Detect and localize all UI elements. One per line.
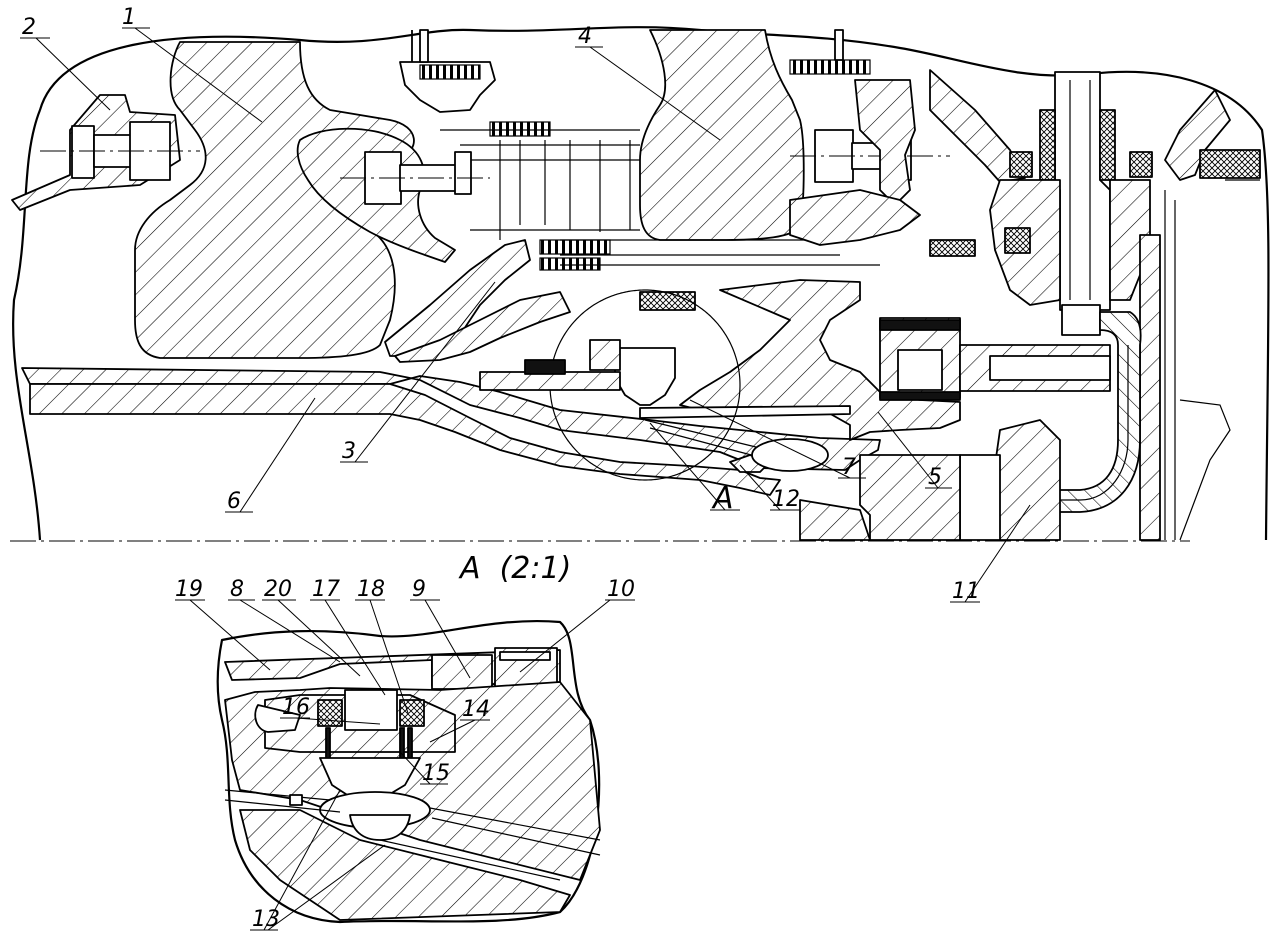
main-break-outline: [12, 26, 1270, 541]
label-17: 17: [312, 577, 340, 602]
seal-1: [1009, 151, 1033, 178]
part-1-disc: [134, 41, 415, 359]
label-A: A: [711, 481, 734, 516]
part-7-tube: [639, 405, 851, 419]
seal-2: [1129, 151, 1153, 178]
seal-6: [639, 291, 696, 311]
main-section-view: [10, 26, 1270, 542]
view-a-title: A (2:1): [458, 551, 571, 586]
label-6: 6: [227, 489, 241, 514]
detail-leaders: [175, 599, 635, 931]
detail-part-17: [344, 689, 398, 731]
main-leaders: [20, 27, 1031, 603]
label-7: 7: [842, 455, 856, 480]
label-15: 15: [422, 761, 450, 786]
label-20: 20: [264, 577, 292, 602]
detail-part-9: [431, 654, 493, 690]
detail-part-16: [317, 699, 343, 727]
detail-break-outline: [216, 619, 601, 924]
label-18: 18: [357, 577, 385, 602]
label-11: 11: [952, 579, 980, 604]
bearing-cage: [879, 319, 961, 331]
label-5: 5: [928, 465, 942, 490]
part-4-disc: [639, 29, 805, 241]
label-12: 12: [772, 487, 800, 512]
seal-5: [929, 239, 976, 257]
seal-teeth-1: [419, 64, 481, 80]
label-9: 9: [412, 577, 426, 602]
seal-teeth-2: [789, 59, 871, 75]
label-19: 19: [175, 577, 203, 602]
bearing-roller: [897, 349, 943, 391]
seal-teeth-4: [539, 239, 611, 255]
label-3: 3: [342, 439, 356, 464]
bolt-left: [40, 121, 200, 181]
label-1: 1: [122, 5, 136, 30]
label-16: 16: [282, 695, 310, 720]
drive-shaft-vertical: [1054, 71, 1111, 311]
label-4: 4: [578, 24, 592, 49]
seal-teeth-5: [539, 257, 601, 271]
casing-right: [1139, 234, 1161, 541]
detail-a-nozzle: [614, 347, 676, 406]
label-14: 14: [462, 697, 490, 722]
label-2: 2: [22, 15, 36, 40]
detail-labels: A (2:1) 19 8 20 17 18 9 10 14 16 15 13: [175, 551, 635, 932]
seal-3: [1199, 149, 1261, 179]
detail-view-a: [216, 619, 601, 924]
part-right-flange: [854, 79, 916, 206]
bolt-middle: [340, 151, 490, 205]
label-13: 13: [252, 907, 280, 932]
label-8: 8: [230, 577, 244, 602]
seal-4: [1004, 227, 1031, 254]
main-labels: 2 1 4 3 6 5 7 12 A 11: [22, 5, 980, 604]
drive-nut: [1061, 304, 1101, 336]
label-10: 10: [607, 577, 635, 602]
detail-part-18: [399, 699, 425, 727]
seal-teeth-3: [489, 121, 551, 137]
